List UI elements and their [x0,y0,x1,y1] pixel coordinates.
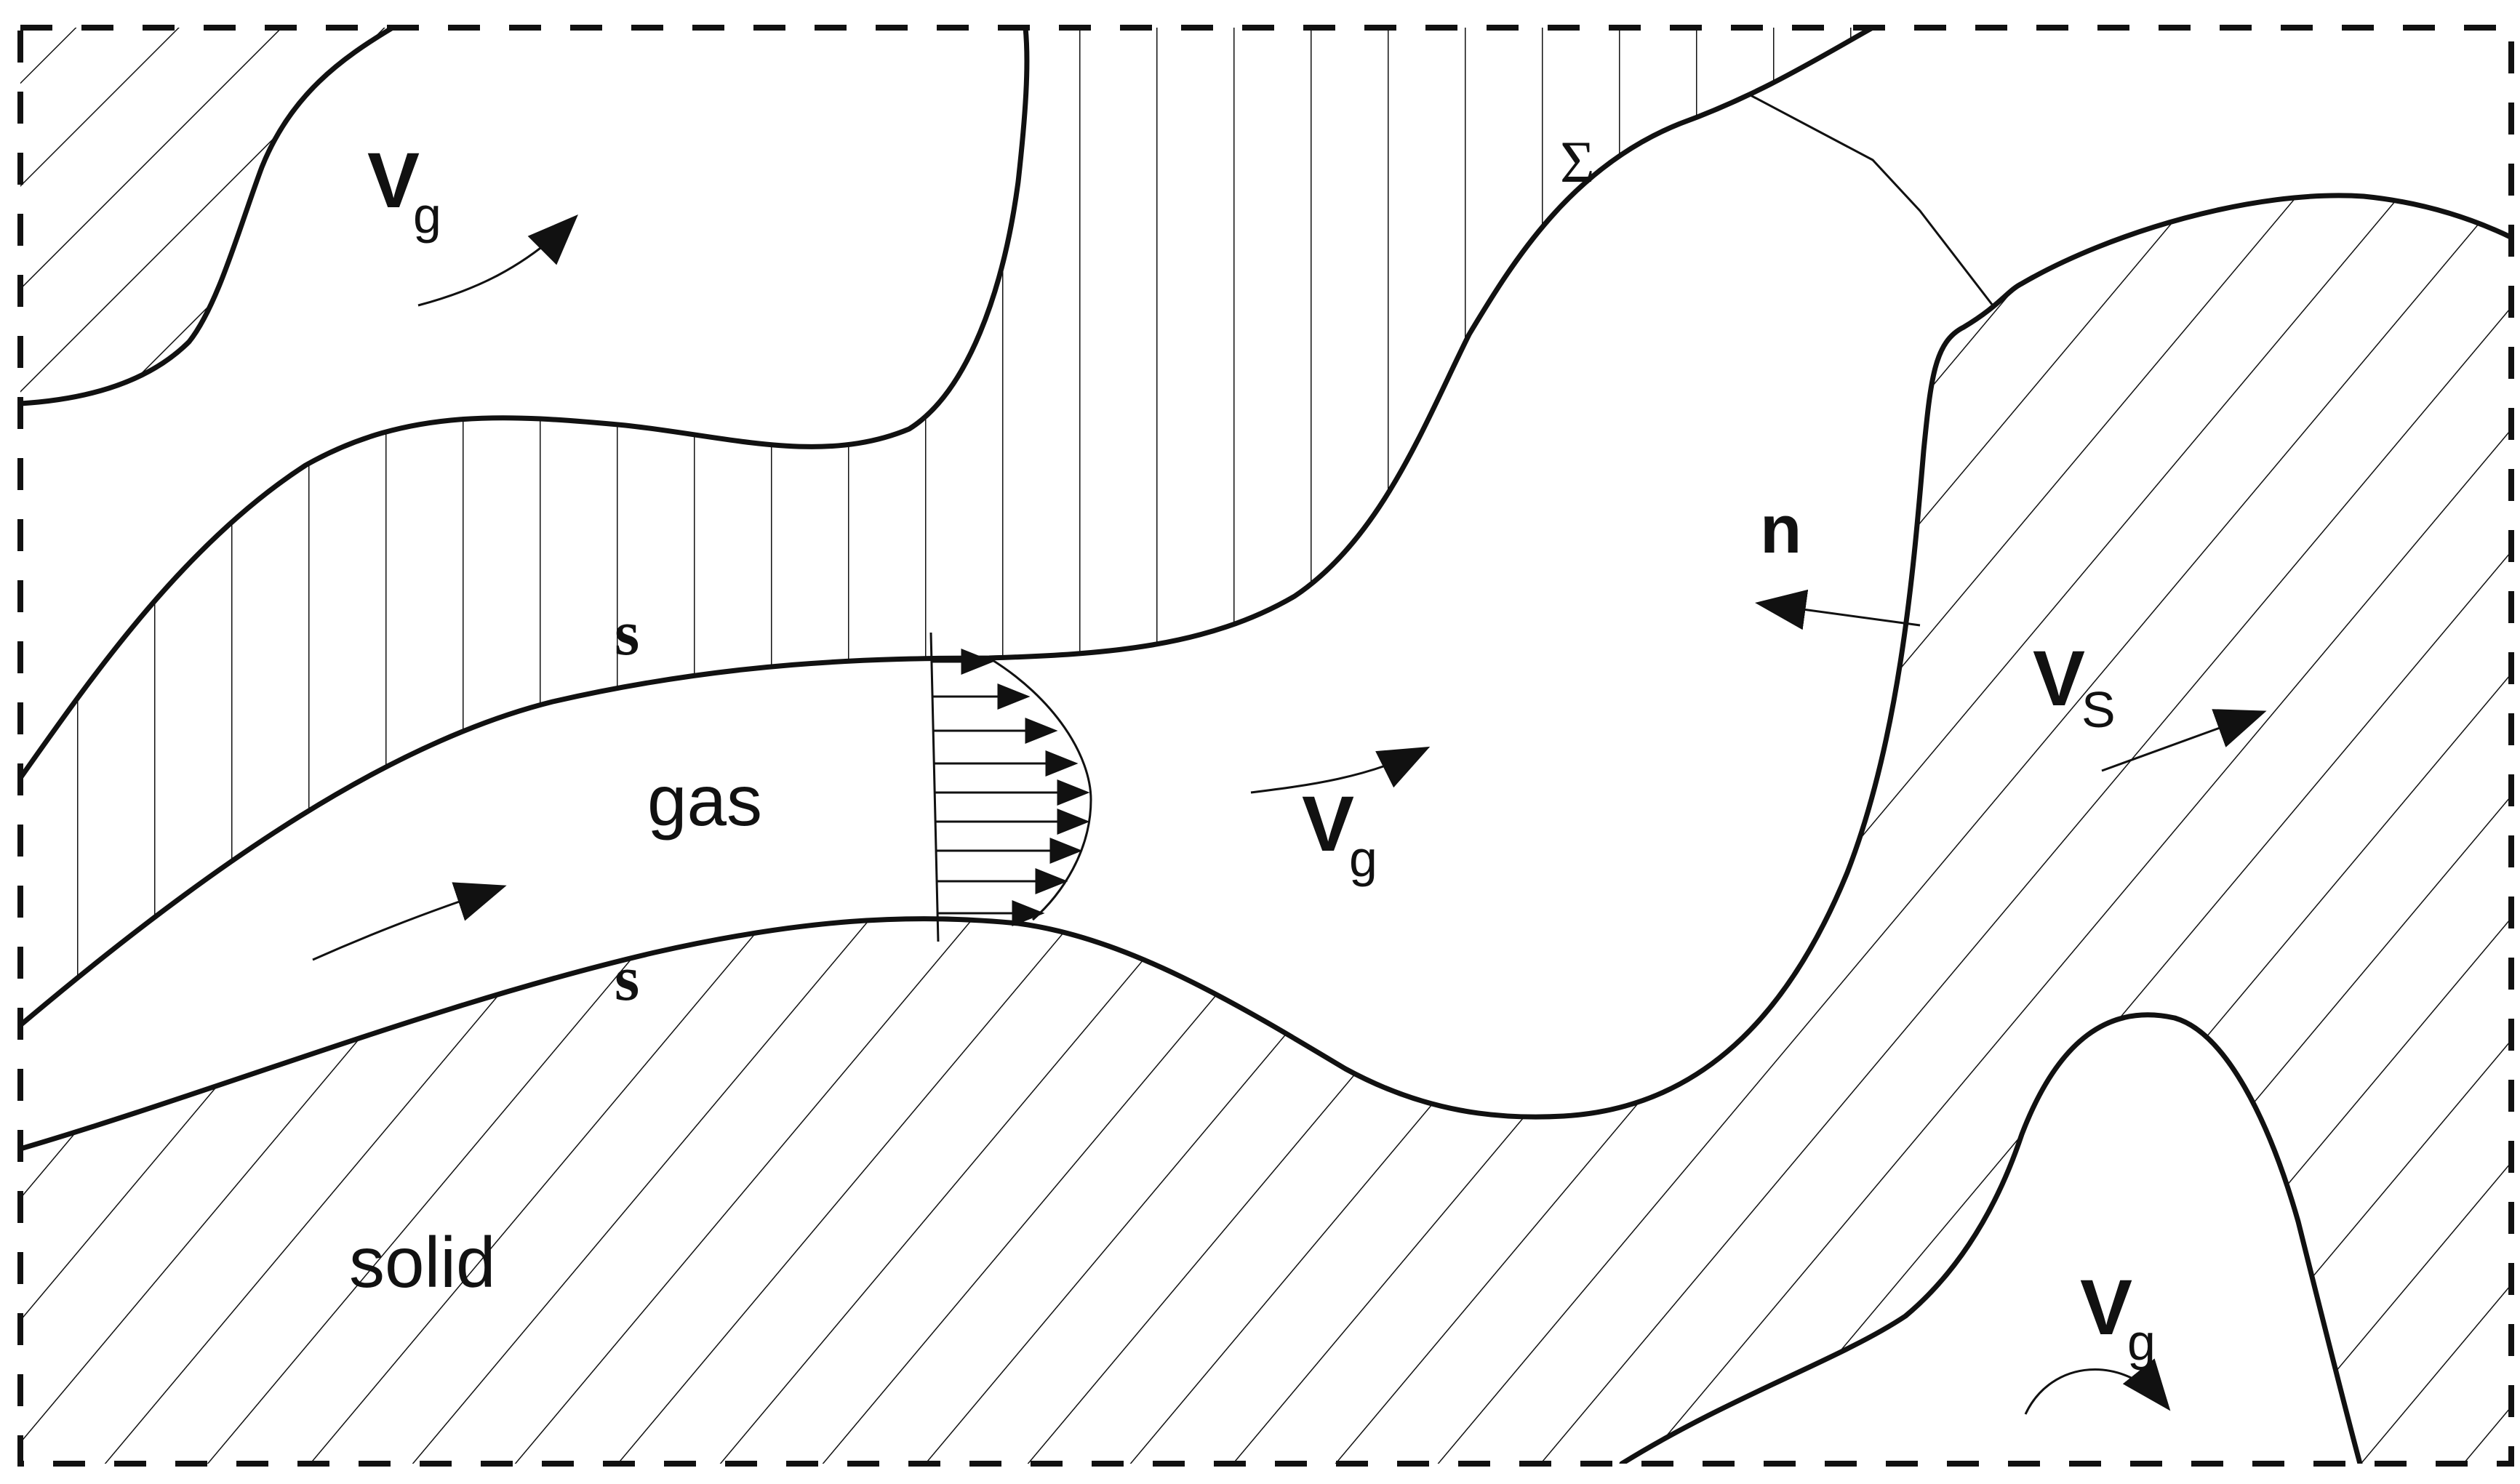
svg-text:V: V [1302,779,1354,867]
interface-upper-pocket [20,28,1030,781]
velocity-profile-baseline [929,632,940,942]
gas-channel-main [20,28,2511,1149]
svg-text:g: g [413,187,441,244]
solid-region-top-left [20,28,393,404]
label-gas-velocity-top-left: V g [367,136,441,244]
interface-channel-top [20,28,1876,1028]
label-solid-velocity: V S [2033,634,2116,738]
label-gas: gas [647,761,762,841]
label-gas-velocity-bottom-right: V g [2080,1263,2156,1371]
interface-bottom-right-pocket [1619,1012,2363,1464]
label-sigma: Σ [1560,129,1595,195]
velocity-profile-arrows [932,649,1090,926]
solid-region-upper-band [20,28,1873,1025]
flow-arrow-top-left [417,214,578,307]
svg-text:S: S [2081,681,2116,738]
flow-arrow-bottom-right [2024,1358,2171,1415]
label-normal: n [1760,491,1801,567]
label-gas-velocity-center: V g [1302,779,1377,887]
normal-arrow [1755,589,1921,630]
label-interface-top: s [615,598,639,669]
svg-text:g: g [1349,830,1377,887]
interface-channel-bottom [20,193,2511,1152]
interface-top-left-pocket [20,28,396,406]
sigma-surface-line [1748,93,1994,306]
flow-arrow-channel [312,882,507,961]
svg-text:V: V [367,136,420,224]
svg-text:V: V [2080,1263,2132,1351]
svg-text:g: g [2127,1314,2156,1371]
label-solid: solid [349,1222,496,1302]
solid-velocity-arrow [2101,709,2267,772]
gas-pocket-top [20,28,1027,778]
flow-arrow-center [1250,746,1431,794]
solid-region-lower [20,195,2511,1464]
svg-text:V: V [2033,634,2085,722]
label-interface-bottom: s [615,944,639,1014]
frame-border [17,25,2514,1467]
gas-pocket-bottom-right [1622,1014,2360,1464]
